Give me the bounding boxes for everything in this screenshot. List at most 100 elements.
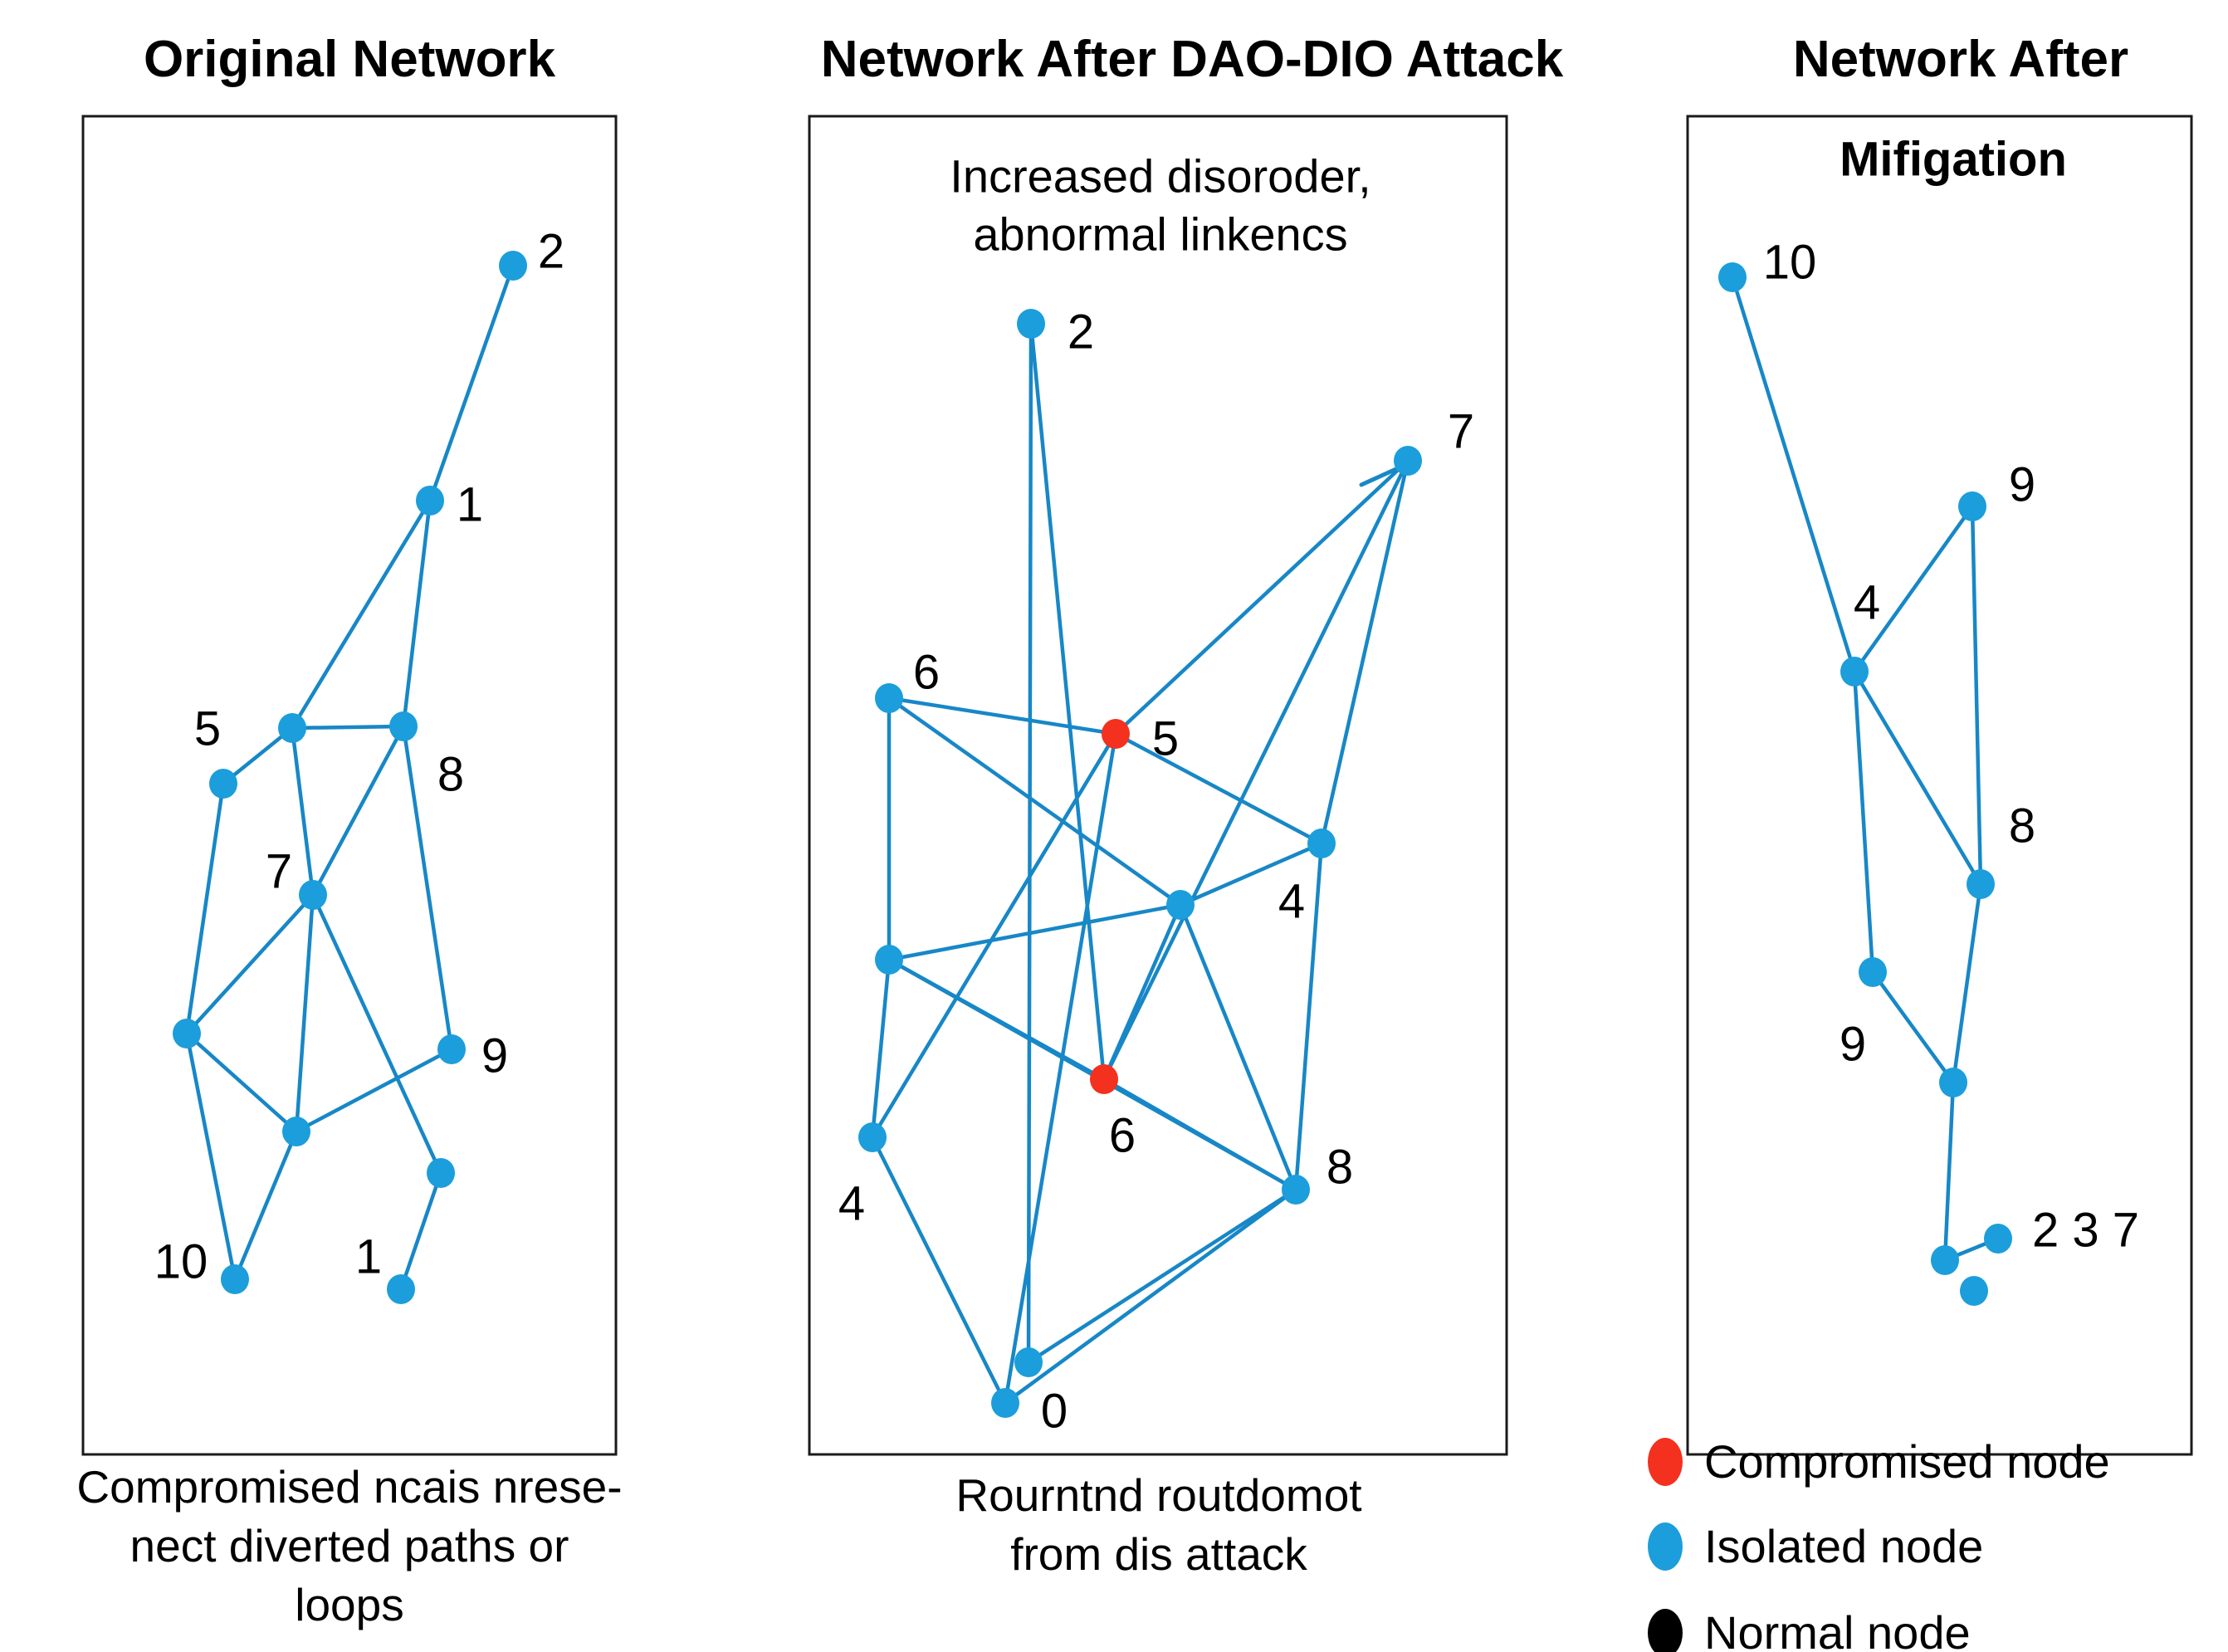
graph-node xyxy=(1307,828,1336,858)
graph-node xyxy=(1960,1276,1988,1306)
graph-node xyxy=(1017,309,1045,339)
caption-line: Compromised ncais nrese- xyxy=(76,1461,623,1513)
graph-node-label: 8 xyxy=(1327,1141,1353,1195)
graph-node xyxy=(1939,1068,1967,1097)
graph-node xyxy=(1014,1347,1043,1377)
graph-edge xyxy=(398,1171,443,1292)
panel-title-after-mitigation: Network After xyxy=(1792,31,2129,88)
graph-node xyxy=(1931,1245,1959,1275)
legend-item-normal: Normal node xyxy=(1648,1606,1971,1652)
graph-edge xyxy=(294,892,315,1134)
graph-node xyxy=(875,945,903,975)
graph-node xyxy=(1718,262,1747,292)
graph-node xyxy=(1984,1224,2012,1254)
graph-node-label: 6 xyxy=(1109,1109,1136,1163)
legend-item-label: Normal node xyxy=(1704,1606,1971,1652)
graph-edge xyxy=(290,726,315,897)
graph-edge xyxy=(294,1047,454,1134)
graph-node-label: 9 xyxy=(481,1029,508,1083)
graph-edge xyxy=(1113,458,1410,736)
graph-node xyxy=(1958,491,1986,521)
graph-node-label: 9 xyxy=(1840,1018,1866,1072)
compromised-node-marker-icon xyxy=(1648,1437,1683,1486)
graph-edge xyxy=(1102,458,1410,1082)
graph-node xyxy=(427,1158,455,1188)
graph-edge xyxy=(870,957,892,1140)
graph-edge xyxy=(1870,970,1956,1085)
panel-annotation: Increased disoroder, xyxy=(950,150,1371,203)
graph-edge xyxy=(887,696,1118,736)
legend-item-label: Compromised node xyxy=(1704,1435,2110,1488)
graph-edge xyxy=(1102,902,1183,1082)
graph-edge xyxy=(184,892,315,1036)
network-after-mitigation-border xyxy=(1686,115,2193,1456)
graph-node-label: 0 xyxy=(1041,1385,1068,1439)
graph-edge xyxy=(1026,321,1033,1365)
panel-title-original-network: Original Network xyxy=(143,31,556,88)
graph-node-label: 6 xyxy=(913,646,940,700)
graph-edge xyxy=(1026,1187,1298,1365)
panel-annotation: abnormal linkencs xyxy=(973,208,1347,261)
graph-node xyxy=(1859,957,1887,987)
caption-original-network: Compromised ncais nrese- nect diverted p… xyxy=(50,1458,649,1635)
graph-edge xyxy=(184,1031,237,1282)
graph-edge xyxy=(401,498,432,729)
graph-node-label: 4 xyxy=(1854,576,1880,630)
graph-edge xyxy=(1113,731,1324,846)
graph-edge xyxy=(1102,1077,1298,1192)
graph-node xyxy=(858,1122,887,1152)
graph-node xyxy=(173,1019,201,1048)
graph-node xyxy=(1394,446,1422,476)
graph-edge xyxy=(1178,841,1324,907)
graph-node-label: 8 xyxy=(2009,799,2035,853)
graph-edge xyxy=(290,724,406,731)
normal-node-marker-icon xyxy=(1648,1608,1683,1652)
graph-node xyxy=(1840,657,1869,687)
graph-node-label: 7 xyxy=(1448,405,1474,459)
graph-edge xyxy=(401,724,454,1052)
graph-edge xyxy=(1852,669,1983,887)
caption-after-attack: Rourntnd routdomot from dis attack xyxy=(859,1466,1458,1584)
graph-node-label: 5 xyxy=(194,702,221,756)
graph-edge xyxy=(310,724,406,897)
graph-edge xyxy=(232,1129,299,1282)
graph-node xyxy=(875,683,903,713)
graph-node xyxy=(416,486,444,516)
graph-edge xyxy=(428,263,515,503)
graph-edge xyxy=(1942,1080,1956,1263)
graph-node xyxy=(499,251,527,281)
graph-edge xyxy=(1028,321,1107,1082)
graph-edge xyxy=(1730,275,1857,674)
graph-edge xyxy=(184,781,226,1036)
graph-edge xyxy=(887,902,1183,962)
graph-node xyxy=(387,1274,415,1304)
network-after-attack-border xyxy=(808,115,1508,1456)
caption-line: from dis attack xyxy=(1010,1528,1307,1580)
graph-node xyxy=(209,769,237,799)
graph-node xyxy=(278,713,306,743)
graph-node-label: 9 xyxy=(2009,458,2035,512)
compromised-node xyxy=(1102,719,1130,749)
graph-node xyxy=(1967,869,1995,899)
graph-edge xyxy=(1852,669,1875,975)
graph-edge xyxy=(887,696,1183,907)
graph-edge xyxy=(1970,504,1983,887)
caption-line: Rourntnd routdomot xyxy=(955,1469,1362,1521)
graph-node xyxy=(1166,890,1195,920)
graph-node xyxy=(221,1264,249,1294)
graph-node xyxy=(389,711,418,741)
graph-edge xyxy=(221,726,295,786)
graph-node-label: 1 xyxy=(457,478,483,532)
graph-edge xyxy=(310,892,443,1175)
graph-node xyxy=(282,1117,310,1146)
graph-edge xyxy=(870,1135,1008,1405)
graph-node-label: 2 xyxy=(538,225,564,279)
caption-line: nect diverted paths or xyxy=(129,1520,569,1571)
graph-node xyxy=(991,1388,1019,1418)
caption-line: loops xyxy=(295,1579,404,1630)
graph-edge xyxy=(1852,504,1975,674)
graph-edge xyxy=(184,1031,299,1134)
graph-edge xyxy=(1003,1187,1298,1405)
graph-edge xyxy=(870,731,1118,1140)
